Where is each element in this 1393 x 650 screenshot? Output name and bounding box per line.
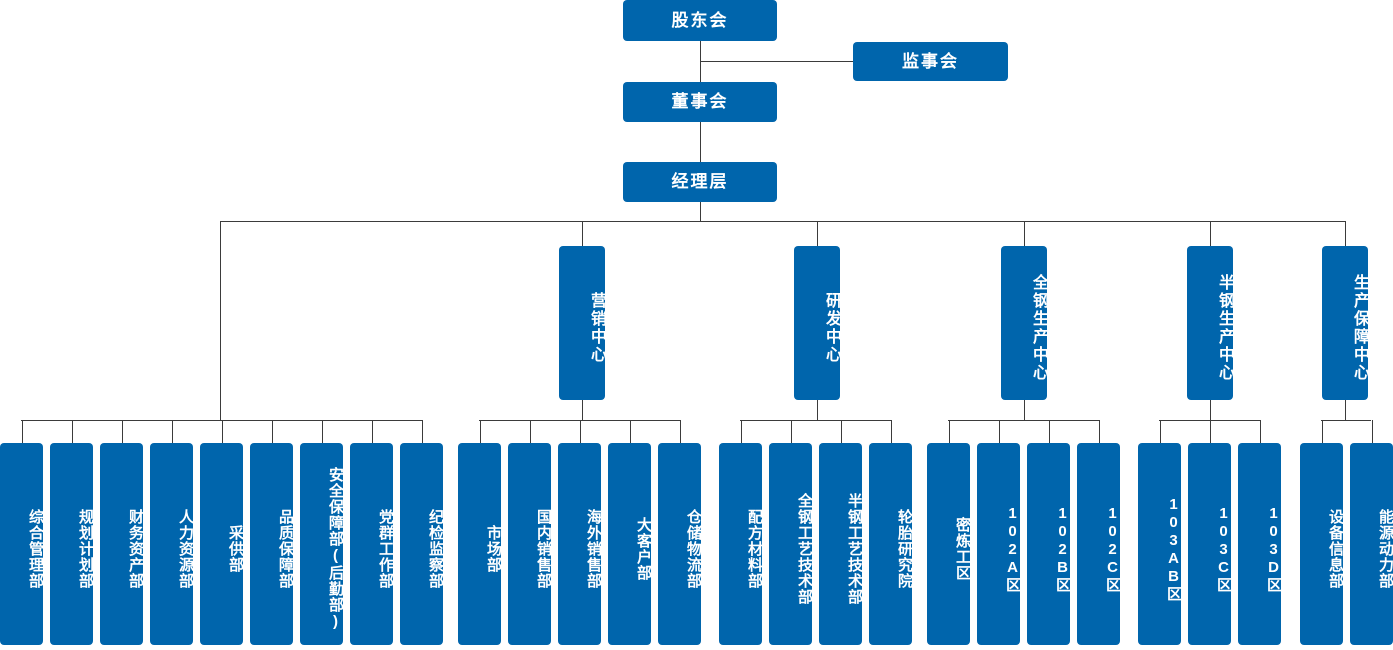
node-department-full-steel-4[interactable]: 102C区 (1077, 443, 1121, 645)
node-center-production-support[interactable]: 生产保障中心 (1322, 246, 1368, 400)
connector-bus-marketing (582, 221, 583, 246)
node-department-direct-8[interactable]: 党群工作部 (350, 443, 394, 645)
node-department-rnd-3[interactable]: 半钢工艺技术部 (819, 443, 863, 645)
connector-drop-marketing-1 (480, 420, 481, 443)
node-department-half-steel-2[interactable]: 103C区 (1188, 443, 1232, 645)
node-center-marketing[interactable]: 营销中心 (559, 246, 605, 400)
bus-rnd-departments (740, 420, 892, 421)
node-department-rnd-4[interactable]: 轮胎研究院 (869, 443, 913, 645)
bus-fullsteel-departments (948, 420, 1100, 421)
node-department-direct-4[interactable]: 人力资源部 (150, 443, 194, 645)
connector-bus-rnd (817, 221, 818, 246)
connector-fullsteel-down (1024, 400, 1025, 420)
node-department-direct-3[interactable]: 财务资产部 (100, 443, 144, 645)
connector-marketing-down (582, 400, 583, 420)
node-center-half-steel[interactable]: 半钢生产中心 (1187, 246, 1233, 400)
connector-bus-fullsteel (1024, 221, 1025, 246)
node-department-direct-6[interactable]: 品质保障部 (250, 443, 294, 645)
connector-drop-direct-4 (172, 420, 173, 443)
node-department-half-steel-3[interactable]: 103D区 (1238, 443, 1282, 645)
connector-drop-direct-9 (422, 420, 423, 443)
connector-rnd-down (817, 400, 818, 420)
node-department-support-1[interactable]: 设备信息部 (1300, 443, 1344, 645)
node-department-direct-2[interactable]: 规划计划部 (50, 443, 94, 645)
connector-drop-rnd-1 (741, 420, 742, 443)
connector-level2-bus (220, 221, 1345, 222)
connector-management-bus (700, 202, 701, 222)
connector-support-down (1345, 400, 1346, 420)
node-department-marketing-1[interactable]: 市场部 (458, 443, 502, 645)
connector-shareholders-supervisors (700, 61, 853, 62)
node-center-full-steel[interactable]: 全钢生产中心 (1001, 246, 1047, 400)
connector-drop-support-1 (1322, 420, 1323, 443)
connector-drop-rnd-4 (891, 420, 892, 443)
node-department-direct-7[interactable]: 安全保障部(后勤部) (300, 443, 344, 645)
connector-drop-full-steel-1 (949, 420, 950, 443)
connector-drop-marketing-4 (630, 420, 631, 443)
node-department-direct-1[interactable]: 综合管理部 (0, 443, 44, 645)
connector-drop-direct-5 (222, 420, 223, 443)
connector-drop-half-steel-2 (1210, 420, 1211, 443)
connector-bus-direct-stem (220, 221, 221, 420)
node-department-marketing-2[interactable]: 国内销售部 (508, 443, 552, 645)
connector-drop-rnd-3 (841, 420, 842, 443)
connector-bus-halfsteel (1210, 221, 1211, 246)
node-department-full-steel-3[interactable]: 102B区 (1027, 443, 1071, 645)
node-supervisors[interactable]: 监事会 (853, 42, 1008, 81)
connector-drop-full-steel-2 (999, 420, 1000, 443)
connector-halfsteel-down (1210, 400, 1211, 420)
connector-drop-full-steel-3 (1049, 420, 1050, 443)
node-shareholders[interactable]: 股东会 (623, 0, 777, 41)
node-department-marketing-5[interactable]: 仓储物流部 (658, 443, 702, 645)
connector-drop-direct-1 (22, 420, 23, 443)
node-department-marketing-3[interactable]: 海外销售部 (558, 443, 602, 645)
connector-drop-full-steel-4 (1099, 420, 1100, 443)
node-department-direct-9[interactable]: 纪检监察部 (400, 443, 444, 645)
node-department-rnd-1[interactable]: 配方材料部 (719, 443, 763, 645)
connector-drop-marketing-2 (530, 420, 531, 443)
node-board[interactable]: 董事会 (623, 82, 777, 122)
connector-drop-direct-7 (322, 420, 323, 443)
node-department-full-steel-2[interactable]: 102A区 (977, 443, 1021, 645)
node-management[interactable]: 经理层 (623, 162, 777, 202)
node-center-rnd[interactable]: 研发中心 (794, 246, 840, 400)
connector-drop-marketing-3 (580, 420, 581, 443)
connector-drop-marketing-5 (680, 420, 681, 443)
connector-bus-support (1345, 221, 1346, 246)
connector-drop-direct-2 (72, 420, 73, 443)
node-department-full-steel-1[interactable]: 密炼工区 (927, 443, 971, 645)
connector-drop-support-2 (1372, 420, 1373, 443)
connector-drop-direct-8 (372, 420, 373, 443)
connector-drop-rnd-2 (791, 420, 792, 443)
node-department-marketing-4[interactable]: 大客户部 (608, 443, 652, 645)
connector-board-management (700, 122, 701, 162)
node-department-direct-5[interactable]: 采供部 (200, 443, 244, 645)
node-department-rnd-2[interactable]: 全钢工艺技术部 (769, 443, 813, 645)
connector-drop-half-steel-1 (1160, 420, 1161, 443)
node-department-half-steel-1[interactable]: 103AB区 (1138, 443, 1182, 645)
bus-support-departments (1321, 420, 1371, 421)
node-department-support-2[interactable]: 能源动力部 (1350, 443, 1393, 645)
connector-drop-direct-6 (272, 420, 273, 443)
connector-drop-half-steel-3 (1260, 420, 1261, 443)
connector-drop-direct-3 (122, 420, 123, 443)
